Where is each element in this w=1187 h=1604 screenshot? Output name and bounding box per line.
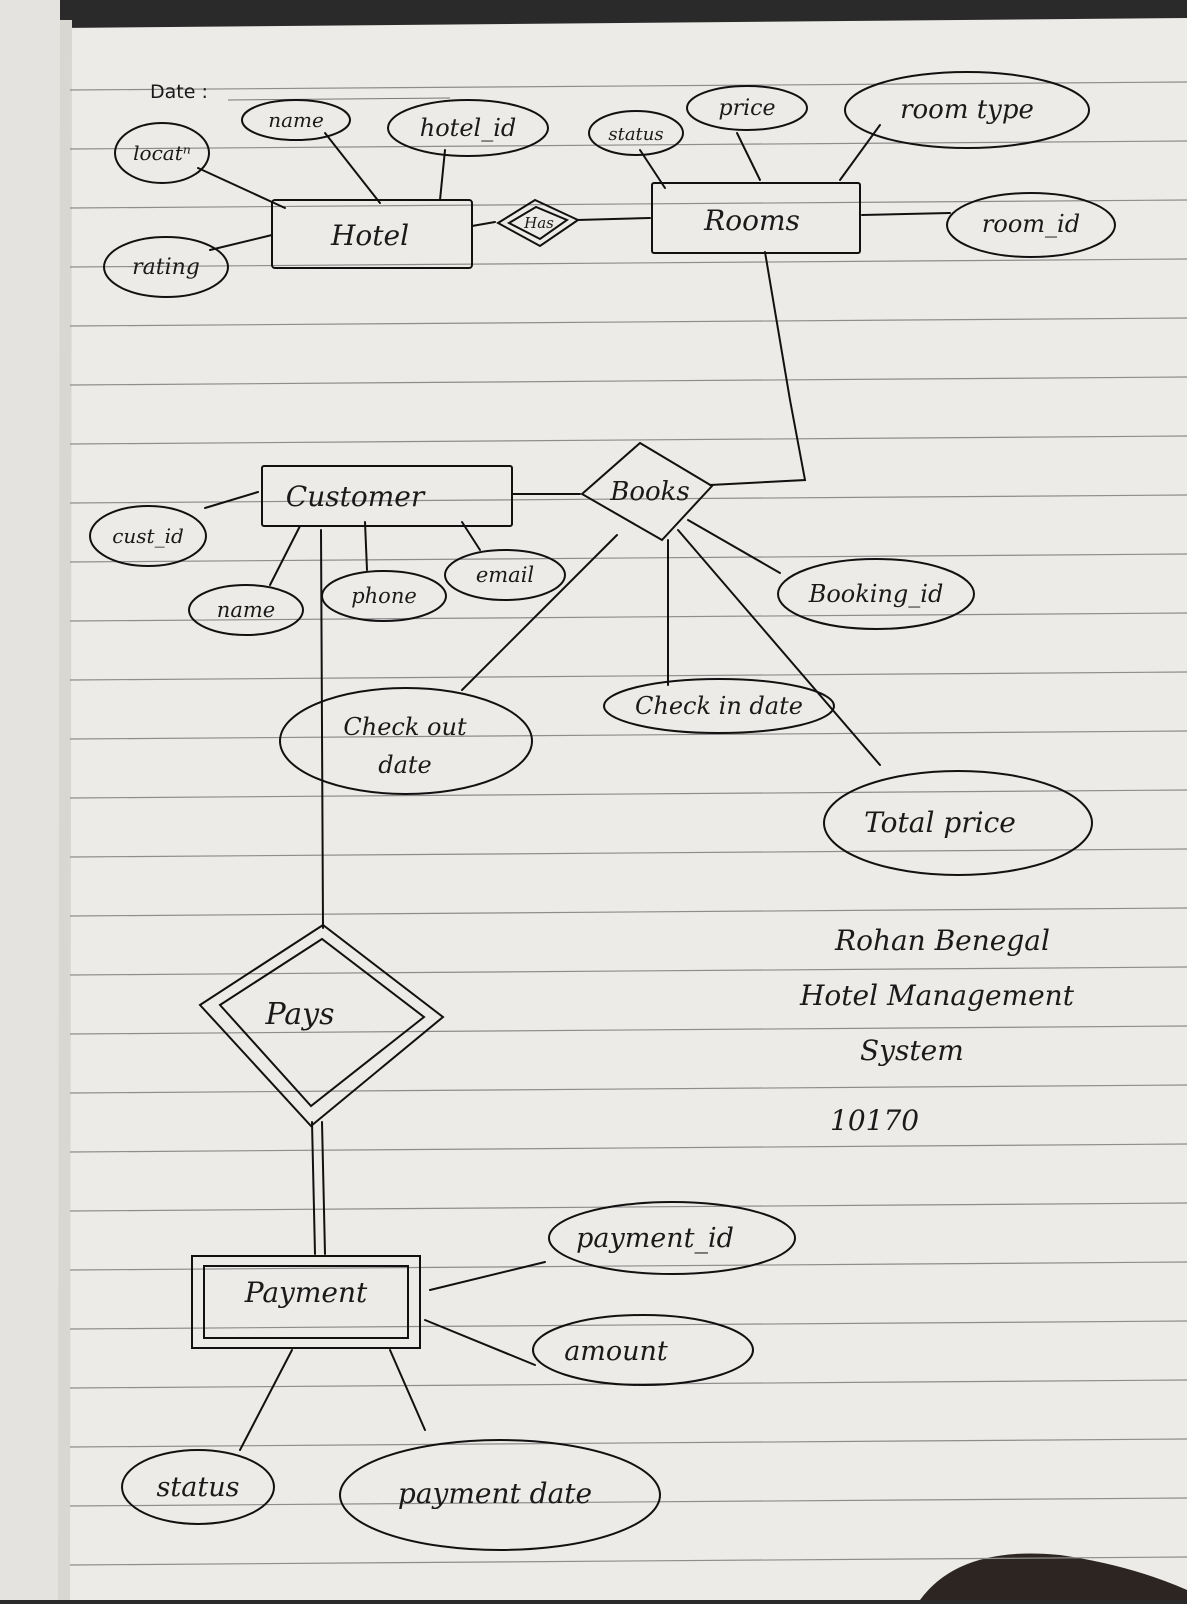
ruled-line	[69, 494, 1187, 504]
customer-entity	[261, 465, 513, 527]
room-price-text: price	[719, 96, 776, 121]
rooms-label: Rooms	[703, 204, 800, 237]
connector-lines	[197, 124, 951, 1451]
total-price-attr	[823, 770, 1093, 876]
attribute-ovals	[89, 71, 1116, 1551]
room-status-text: status	[608, 124, 663, 145]
ruled-line	[69, 199, 1187, 209]
payment-id-attr	[548, 1201, 796, 1275]
hotel-label: Hotel	[330, 219, 409, 252]
cust-phone-attr	[321, 570, 447, 622]
ruled-line	[69, 1261, 1187, 1271]
payment-status-attr	[121, 1449, 275, 1525]
ruled-line	[69, 1320, 1187, 1330]
checkin-date-attr	[603, 678, 835, 734]
pays-label: Pays	[264, 997, 334, 1032]
room-type-attr	[844, 71, 1090, 149]
rooms-entity	[651, 182, 861, 254]
ruled-line	[69, 789, 1187, 799]
ruled-line	[69, 317, 1187, 327]
ruled-line	[69, 671, 1187, 681]
payment-date-text: payment date	[398, 1477, 592, 1510]
payment-label: Payment	[244, 1276, 368, 1309]
ruled-line	[69, 140, 1187, 150]
note-line-2: Hotel Management	[799, 979, 1075, 1012]
room-status-attr	[588, 110, 684, 156]
cust-name-attr	[188, 584, 304, 636]
hotel-location-text: locatⁿ	[133, 141, 191, 165]
checkout-date-text-1: Check out	[343, 713, 467, 741]
books-relationship	[580, 441, 714, 542]
amount-attr	[532, 1314, 754, 1386]
ruled-line	[69, 907, 1187, 917]
date-label: Date :	[150, 81, 208, 103]
customer-label: Customer	[286, 480, 426, 513]
note-line-4: 10170	[830, 1104, 919, 1137]
ruled-line	[69, 1202, 1187, 1212]
ruled-line	[69, 1143, 1187, 1153]
note-line-3: System	[860, 1034, 964, 1067]
has-label: Has	[523, 214, 554, 232]
booking-id-text: Booking_id	[808, 580, 944, 608]
ruled-line	[69, 435, 1187, 445]
room-id-attr	[946, 192, 1116, 258]
books-label: Books	[609, 477, 690, 507]
hotel-entity	[271, 199, 473, 269]
hotel-name-text: name	[268, 108, 324, 132]
paper-sheet	[0, 18, 1187, 1600]
ruled-line	[69, 1438, 1187, 1448]
amount-text: amount	[564, 1336, 668, 1367]
payment-id-text: payment_id	[576, 1223, 734, 1254]
payment-weak-entity	[191, 1255, 421, 1349]
cust-email-text: email	[476, 563, 534, 587]
ruled-line	[69, 1556, 1187, 1566]
ruled-line	[69, 848, 1187, 858]
checkout-date-text-2: date	[378, 751, 432, 779]
ruled-line	[69, 612, 1187, 622]
room-id-text: room_id	[982, 210, 1080, 238]
room-type-text: room type	[900, 95, 1034, 125]
cust-name-text: name	[217, 598, 275, 622]
author-note: Rohan Benegal Hotel Management System 10…	[799, 924, 1075, 1137]
payment-status-text: status	[157, 1472, 240, 1503]
hotel-rating-attr	[103, 236, 229, 298]
ruled-line	[69, 376, 1187, 386]
ruled-line	[69, 1084, 1187, 1094]
payment-date-attr	[339, 1439, 661, 1551]
hotel-id-text: hotel_id	[420, 114, 516, 142]
ruled-line	[69, 258, 1187, 268]
cust-email-attr	[444, 549, 566, 601]
cust-phone-text: phone	[351, 584, 417, 608]
cust-id-text: cust_id	[112, 524, 184, 548]
checkout-date-attr	[279, 687, 533, 795]
has-weak-relationship	[496, 198, 581, 248]
ruled-line	[69, 1497, 1187, 1507]
ruled-line	[69, 966, 1187, 976]
cust-id-attr	[89, 505, 207, 567]
room-price-attr	[686, 85, 808, 131]
ruled-lines	[69, 81, 1187, 1566]
total-price-text: Total price	[864, 806, 1016, 839]
ruled-line	[69, 1025, 1187, 1035]
hotel-id-attr	[387, 99, 549, 157]
pays-weak-relationship	[198, 923, 445, 1128]
ruled-line	[69, 553, 1187, 563]
checkin-date-text: Check in date	[635, 692, 803, 720]
booking-id-attr	[777, 558, 975, 630]
hotel-location-attr	[114, 122, 210, 184]
thumb-shadow	[920, 1553, 1187, 1600]
note-line-1: Rohan Benegal	[834, 924, 1050, 957]
ruled-line	[69, 81, 1187, 91]
hotel-name-attr	[241, 99, 351, 141]
hotel-rating-text: rating	[132, 255, 200, 280]
ruled-line	[69, 730, 1187, 740]
